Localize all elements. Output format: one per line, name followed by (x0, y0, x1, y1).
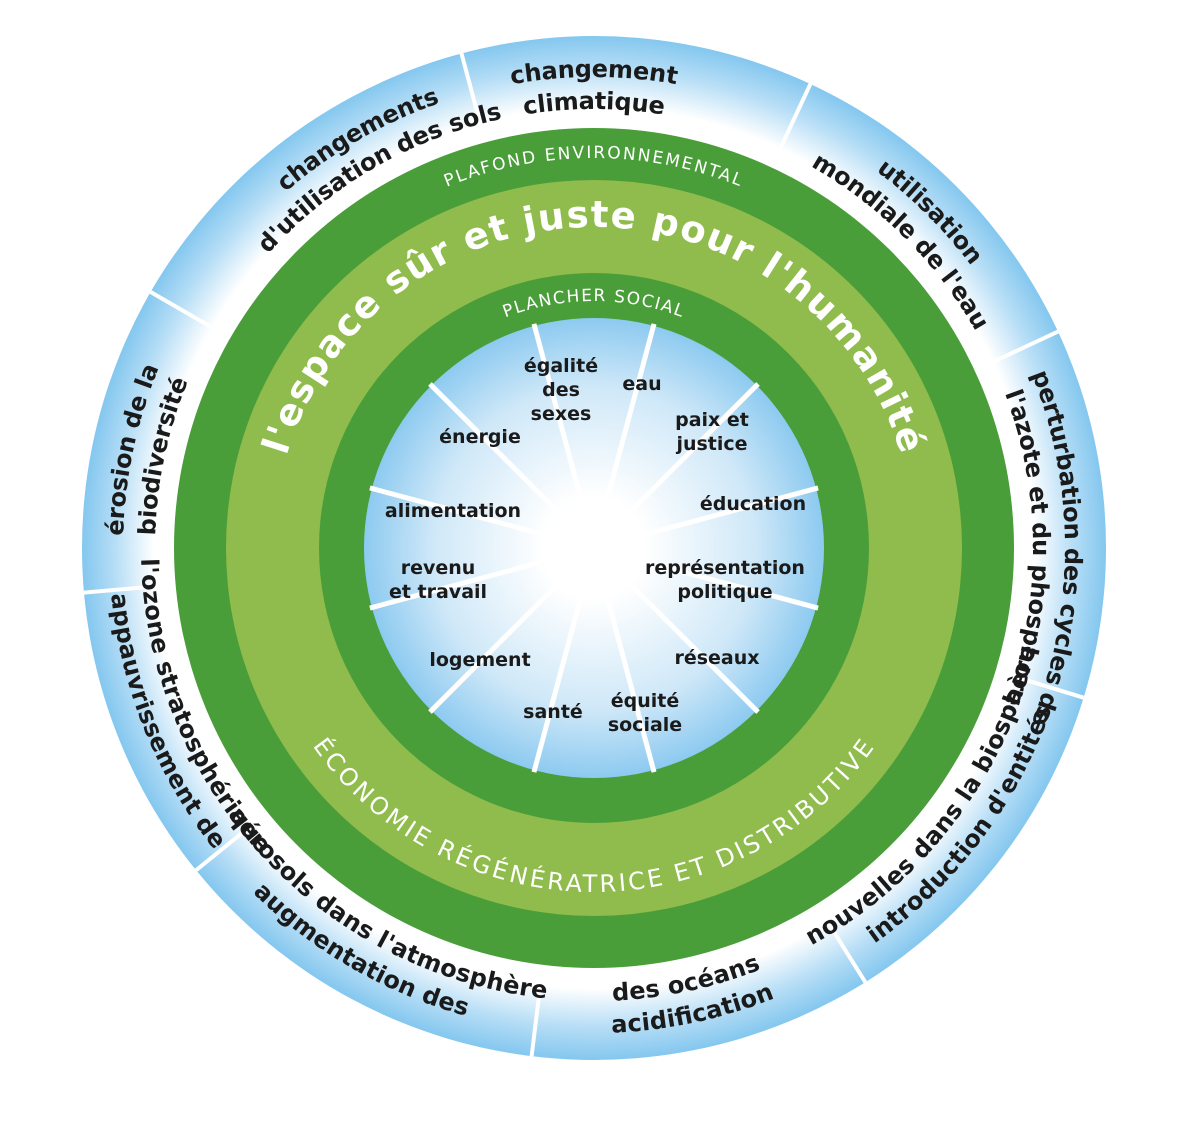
social-label-education: éducation (700, 493, 806, 515)
svg-text:climatique: climatique (521, 87, 667, 121)
boundary-divider (194, 810, 269, 872)
boundary-divider (459, 52, 488, 143)
social-divider (531, 323, 587, 511)
social-label-health: santé (523, 701, 583, 723)
boundary-divider (995, 668, 1085, 700)
social-divider (631, 555, 819, 611)
social-divider (601, 585, 657, 773)
social-label-networks: réseaux (674, 647, 759, 669)
boundary-divider (83, 582, 176, 595)
social-divider (369, 555, 557, 611)
boundary-label-climate: climatique (521, 87, 667, 121)
social-label-energy: énergie (439, 426, 521, 448)
social-divider (601, 323, 657, 511)
boundary-dividers (83, 52, 1085, 1057)
social-dividers (369, 323, 819, 773)
boundary-divider (769, 83, 813, 169)
social-divider (620, 382, 760, 522)
boundary-divider (814, 903, 868, 984)
boundary-divider (973, 329, 1059, 373)
boundary-divider (149, 290, 232, 340)
social-divider (428, 382, 568, 522)
social-divider (631, 485, 819, 541)
social-divider (620, 574, 760, 714)
social-divider (428, 574, 568, 714)
boundary-divider (529, 964, 545, 1057)
social-divider (369, 485, 557, 541)
social-label-water: eau (622, 373, 661, 395)
social-divider (531, 585, 587, 773)
social-label-food: alimentation (385, 500, 521, 522)
social-label-housing: logement (429, 649, 530, 671)
